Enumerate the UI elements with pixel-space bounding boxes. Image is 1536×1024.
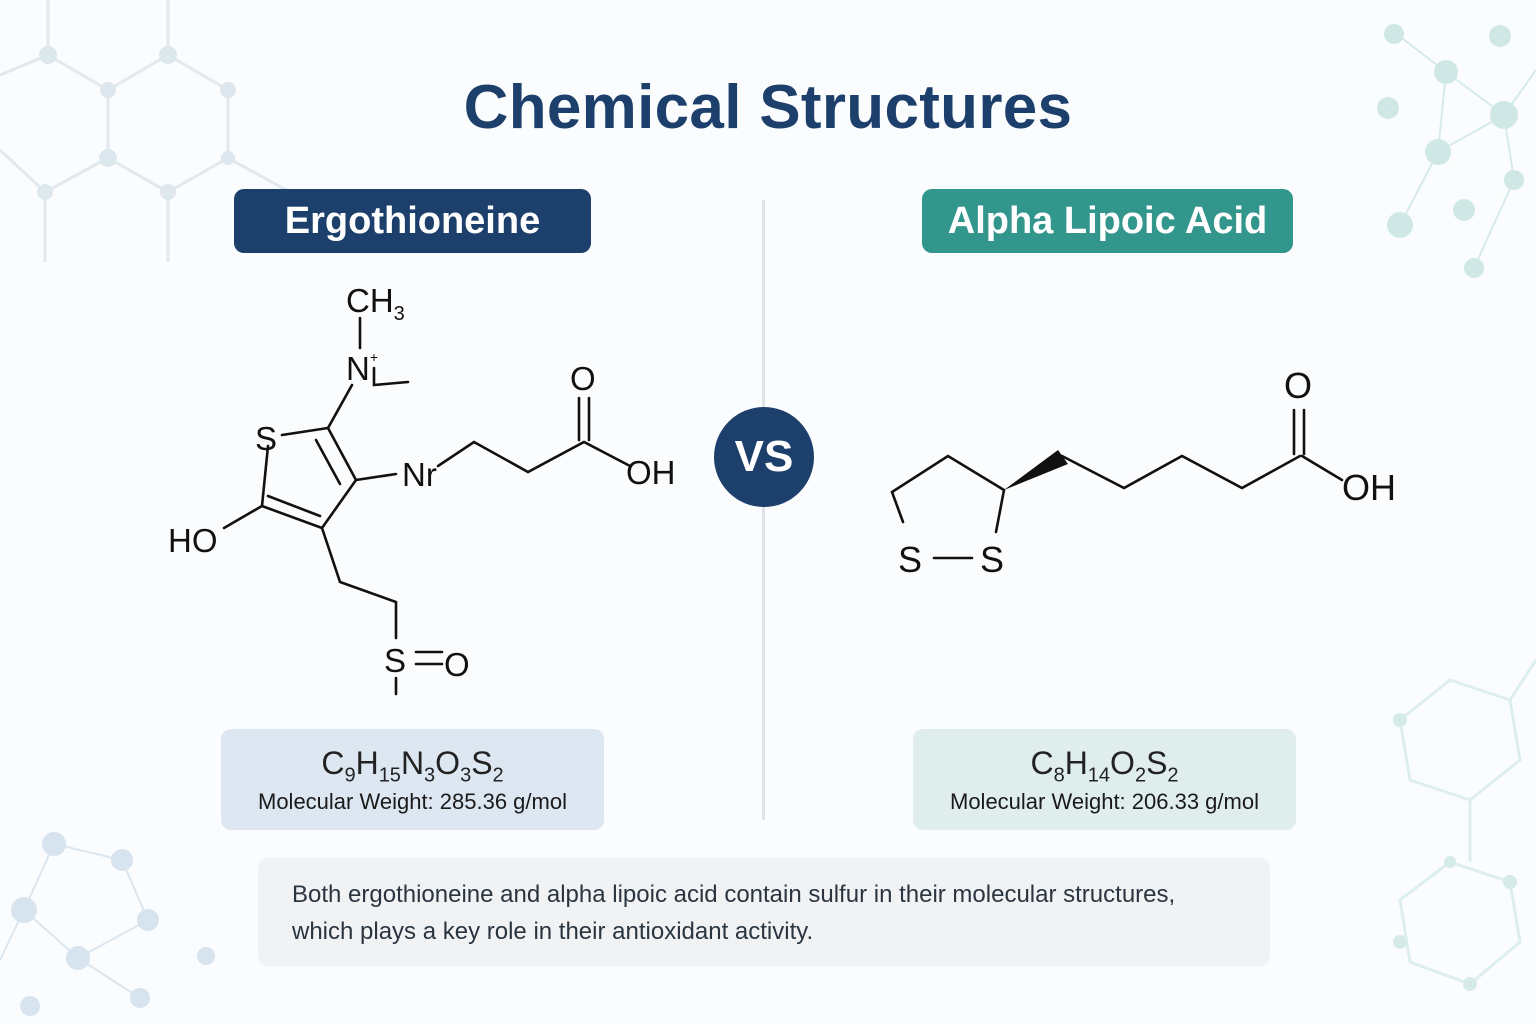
alpha-lipoic-acid-label: Alpha Lipoic Acid bbox=[922, 189, 1293, 253]
formula-element: N bbox=[400, 745, 425, 781]
formula-subscript: 15 bbox=[378, 764, 401, 787]
formula-element: C bbox=[1030, 745, 1054, 781]
alpha-lipoic-acid-structure: S S O OH bbox=[890, 365, 1396, 580]
ergothioneine-structure: CH3 N+ S HO Nr O OH S O bbox=[168, 282, 676, 696]
formula-element: S bbox=[1146, 745, 1168, 781]
sulfoxide-oxygen-label: O bbox=[444, 646, 470, 683]
carbonyl-oxygen-label: O bbox=[1284, 365, 1312, 406]
page-title: Chemical Structures bbox=[463, 73, 1073, 142]
formula-subscript: 2 bbox=[1134, 764, 1147, 787]
vs-badge: VS bbox=[714, 407, 814, 507]
formula-element: C bbox=[321, 745, 345, 781]
ergothioneine-formula: C9H15N3O3S2 bbox=[221, 743, 604, 787]
carbonyl-oxygen-label: O bbox=[570, 360, 596, 397]
ergothioneine-label: Ergothioneine bbox=[234, 189, 591, 253]
summary-line-1: Both ergothioneine and alpha lipoic acid… bbox=[292, 881, 1176, 908]
formula-subscript: 8 bbox=[1053, 764, 1065, 787]
alpha-lipoic-acid-formula: C8H14O2S2 bbox=[913, 743, 1296, 787]
alpha-lipoic-acid-info-box: C8H14O2S2 Molecular Weight: 206.33 g/mol bbox=[913, 729, 1296, 830]
alpha-lipoic-acid-molecular-weight: Molecular Weight: 206.33 g/mol bbox=[950, 789, 1259, 814]
formula-subscript: 3 bbox=[424, 764, 436, 787]
disulfide-sulfur-right: S bbox=[980, 539, 1004, 580]
methyl-group-label: CH3 bbox=[346, 282, 405, 325]
summary-note: Both ergothioneine and alpha lipoic acid… bbox=[258, 858, 1270, 966]
formula-subscript: 2 bbox=[1167, 764, 1179, 787]
wedge-bond bbox=[1004, 450, 1068, 490]
formula-element: H bbox=[355, 745, 379, 781]
formula-element: H bbox=[1064, 745, 1088, 781]
ring-sulfur-label: S bbox=[255, 420, 277, 457]
hydroxyl-label: HO bbox=[168, 522, 218, 559]
nitrogen-plus-label: N+ bbox=[346, 349, 378, 387]
molecule-pattern-bottom-right bbox=[1393, 659, 1536, 991]
carboxyl-oh-label: OH bbox=[1342, 467, 1396, 508]
amine-label: Nr bbox=[402, 456, 437, 493]
center-divider bbox=[762, 200, 765, 820]
formula-element: S bbox=[471, 745, 493, 781]
carboxyl-oh-label: OH bbox=[626, 454, 676, 491]
formula-subscript: 14 bbox=[1087, 764, 1111, 787]
ergothioneine-molecular-weight: Molecular Weight: 285.36 g/mol bbox=[258, 789, 567, 814]
sulfoxide-sulfur-label: S bbox=[384, 642, 406, 679]
molecule-pattern-top-left bbox=[0, 0, 291, 262]
summary-line-2: which plays a key role in their antioxid… bbox=[292, 918, 814, 945]
formula-subscript: 3 bbox=[460, 764, 472, 787]
disulfide-sulfur-left: S bbox=[898, 539, 922, 580]
formula-element: O bbox=[1110, 745, 1135, 781]
molecule-pattern-bottom-left bbox=[0, 832, 215, 1016]
molecule-pattern-top-right bbox=[1377, 24, 1536, 278]
formula-subscript: 9 bbox=[344, 764, 356, 787]
ergothioneine-info-box: C9H15N3O3S2 Molecular Weight: 285.36 g/m… bbox=[221, 729, 604, 830]
formula-element: O bbox=[435, 745, 461, 781]
formula-subscript: 2 bbox=[492, 764, 504, 787]
